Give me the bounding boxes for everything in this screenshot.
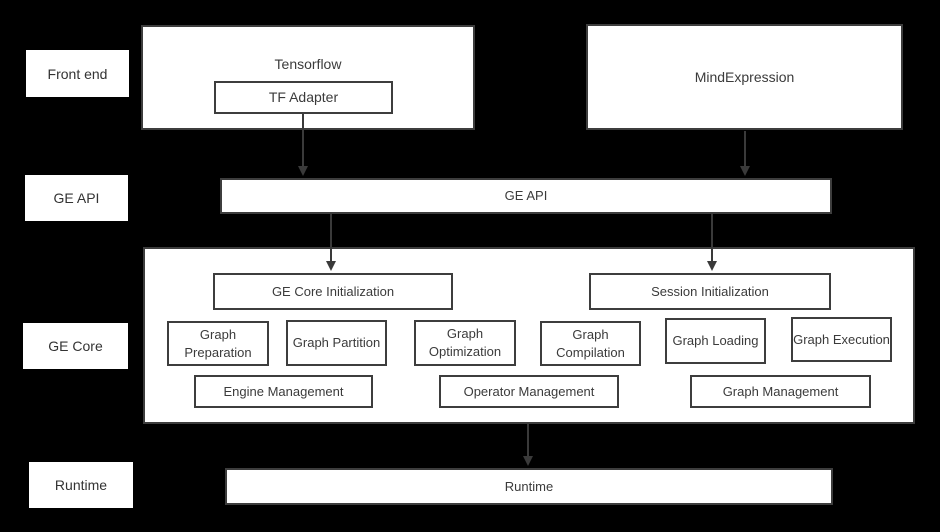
tensorflow-box: Tensorflow: [141, 25, 475, 130]
graph-execution-box: Graph Execution: [791, 317, 892, 362]
arrow-tf-adapter-to-ge-api-icon: [298, 114, 308, 176]
operator-management-box: Operator Management: [439, 375, 619, 408]
runtime-bar: Runtime: [225, 468, 833, 505]
arrow-ge-api-to-ge-core-init-icon: [326, 214, 336, 271]
graph-preparation-box: Graph Preparation: [167, 321, 269, 366]
graph-loading-box: Graph Loading: [665, 318, 766, 364]
graph-optimization-box: Graph Optimization: [414, 320, 516, 366]
session-initialization-box: Session Initialization: [589, 273, 831, 310]
graph-management-box: Graph Management: [690, 375, 871, 408]
ge-core-initialization-box: GE Core Initialization: [213, 273, 453, 310]
row-label-front-end: Front end: [26, 50, 129, 97]
row-label-runtime: Runtime: [29, 462, 133, 508]
mindexpression-box: MindExpression: [586, 24, 903, 130]
graph-partition-box: Graph Partition: [286, 320, 387, 366]
row-label-ge-api: GE API: [25, 175, 128, 221]
ge-api-bar: GE API: [220, 178, 832, 214]
arrow-mindexpression-to-ge-api-icon: [740, 131, 750, 176]
tensorflow-label: Tensorflow: [274, 56, 342, 72]
graph-compilation-box: Graph Compilation: [540, 321, 641, 366]
arrow-ge-core-to-runtime-icon: [523, 424, 533, 466]
tf-adapter-box: TF Adapter: [214, 81, 393, 114]
row-label-ge-core: GE Core: [23, 323, 128, 369]
arrow-ge-api-to-session-init-icon: [707, 214, 717, 271]
engine-management-box: Engine Management: [194, 375, 373, 408]
